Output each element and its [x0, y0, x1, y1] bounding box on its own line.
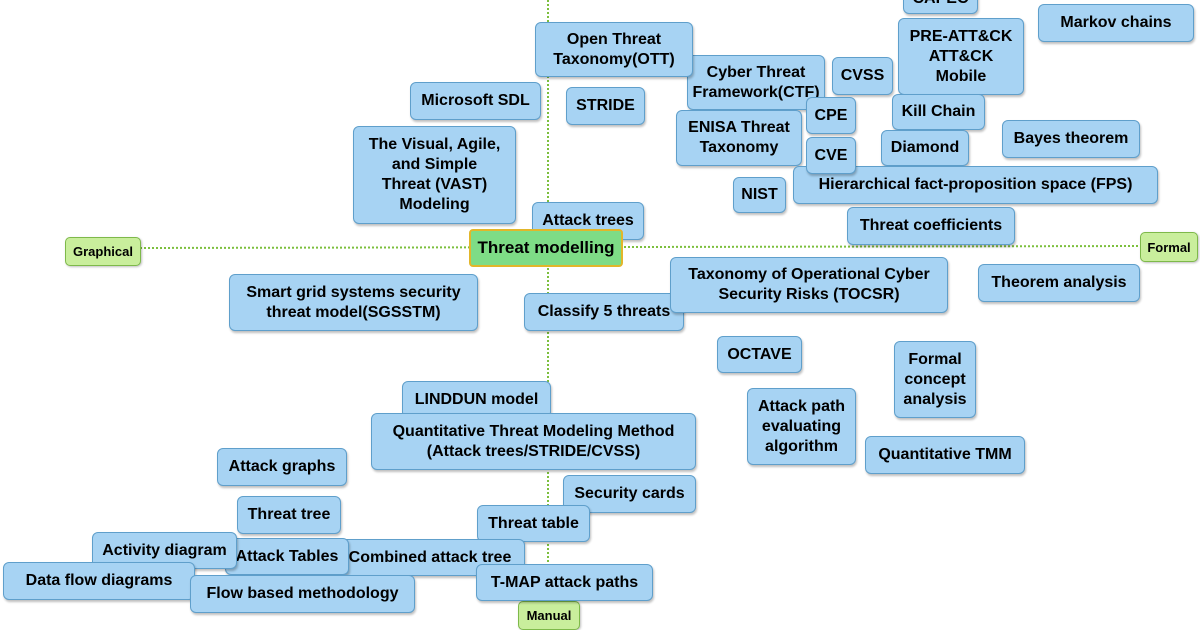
node-attack-path: Attack path evaluating algorithm: [747, 388, 856, 465]
node-open-threat-taxonomy: Open Threat Taxonomy(OTT): [535, 22, 693, 77]
axis-label-graphical: Graphical: [65, 237, 141, 266]
node-threat-tree: Threat tree: [237, 496, 341, 534]
node-kill-chain: Kill Chain: [892, 94, 985, 130]
node-classify-5-threats: Classify 5 threats: [524, 293, 684, 331]
axis-label-manual: Manual: [518, 601, 580, 630]
node-octave: OCTAVE: [717, 336, 802, 373]
node-nist: NIST: [733, 177, 786, 213]
node-capec: CAPEC: [903, 0, 978, 14]
node-attack-tables: Attack Tables: [225, 538, 349, 575]
node-stride: STRIDE: [566, 87, 645, 125]
node-threat-coefficients: Threat coefficients: [847, 207, 1015, 245]
axis-label-formal: Formal: [1140, 232, 1198, 262]
node-tmap: T-MAP attack paths: [476, 564, 653, 601]
node-formal-concept-analysis: Formal concept analysis: [894, 341, 976, 418]
node-cyber-threat-framework: Cyber Threat Framework(CTF): [687, 55, 825, 110]
node-cve: CVE: [806, 137, 856, 174]
node-pre-attack: PRE-ATT&CK ATT&CK Mobile: [898, 18, 1024, 95]
node-enisa: ENISA Threat Taxonomy: [676, 110, 802, 166]
node-vast: The Visual, Agile, and Simple Threat (VA…: [353, 126, 516, 224]
node-data-flow-diagrams: Data flow diagrams: [3, 562, 195, 600]
node-fps: Hierarchical fact-proposition space (FPS…: [793, 166, 1158, 204]
node-tocsr: Taxonomy of Operational Cyber Security R…: [670, 257, 948, 313]
node-theorem-analysis: Theorem analysis: [978, 264, 1140, 302]
node-cpe: CPE: [806, 97, 856, 134]
node-microsoft-sdl: Microsoft SDL: [410, 82, 541, 120]
center-node-threat-modelling: Threat modelling: [469, 229, 623, 267]
node-linddun: LINDDUN model: [402, 381, 551, 418]
node-threat-table: Threat table: [477, 505, 590, 542]
node-sgsstm: Smart grid systems security threat model…: [229, 274, 478, 331]
horizontal-axis-line: [139, 245, 1141, 249]
node-flow-based-methodology: Flow based methodology: [190, 575, 415, 613]
node-attack-graphs: Attack graphs: [217, 448, 347, 486]
node-bayes-theorem: Bayes theorem: [1002, 120, 1140, 158]
node-qtmm: Quantitative Threat Modeling Method (Att…: [371, 413, 696, 470]
node-diamond: Diamond: [881, 130, 969, 166]
node-quantitative-tmm: Quantitative TMM: [865, 436, 1025, 474]
node-markov-chains: Markov chains: [1038, 4, 1194, 42]
node-cvss: CVSS: [832, 57, 893, 95]
